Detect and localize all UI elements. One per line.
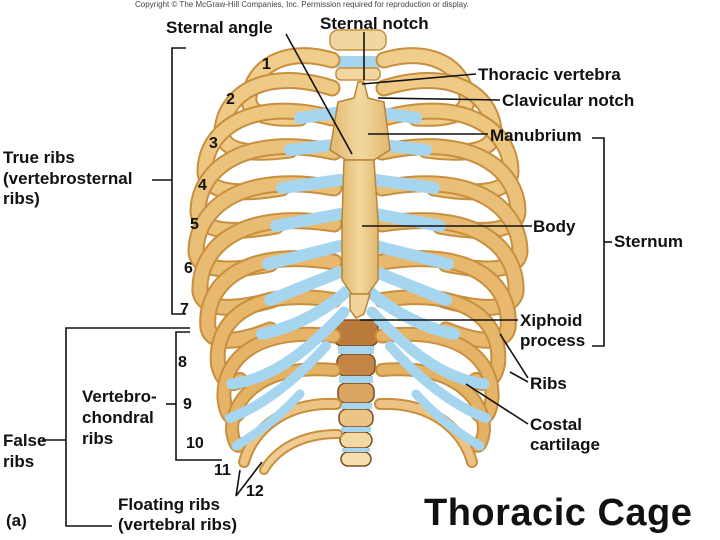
rib-number-3: 3 xyxy=(209,135,218,152)
label-false-ribs: ribs xyxy=(3,452,35,471)
label-vertebral-ribs: (vertebral ribs) xyxy=(118,515,238,534)
label-floating-ribs: Floating ribs xyxy=(118,495,220,514)
rib-number-5: 5 xyxy=(190,216,199,233)
rib-number-6: 6 xyxy=(184,260,193,277)
label-process: process xyxy=(520,331,586,350)
subfigure-label: (a) xyxy=(6,511,27,530)
label-body: Body xyxy=(533,217,576,236)
rib-number-1: 1 xyxy=(262,56,271,73)
label-sternal-notch: Sternal notch xyxy=(320,14,429,33)
label-costal: Costal xyxy=(530,415,582,434)
sternal-body-shape xyxy=(341,159,379,295)
label-false: False xyxy=(3,431,47,450)
rib-number-8: 8 xyxy=(178,354,187,371)
rib-number-12: 12 xyxy=(246,483,264,500)
label-chondral: chondral xyxy=(82,408,154,427)
rib-number-10: 10 xyxy=(186,435,204,452)
rib-number-9: 9 xyxy=(183,396,192,413)
rib-number-7: 7 xyxy=(180,301,189,318)
leader-lines xyxy=(42,32,612,527)
rib-number-2: 2 xyxy=(226,91,235,108)
label-thoracic-vertebra: Thoracic vertebra xyxy=(478,65,621,84)
vertebral-column xyxy=(329,29,387,467)
label-sternal-angle: Sternal angle xyxy=(166,18,273,37)
label-vertebro: Vertebro- xyxy=(82,387,157,406)
label-cartilage: cartilage xyxy=(530,435,600,454)
rib-number-4: 4 xyxy=(198,177,207,194)
label-sternum: Sternum xyxy=(614,232,683,251)
label-manubrium: Manubrium xyxy=(490,126,582,145)
rib-number-11: 11 xyxy=(214,462,231,479)
label-xiphoid: Xiphoid xyxy=(520,311,583,330)
copyright-notice: Copyright © The McGraw-Hill Companies, I… xyxy=(135,0,469,9)
label-true-ribs-end: ribs) xyxy=(3,189,40,208)
label-ribs: Ribs xyxy=(530,374,567,393)
figure-title: Thoracic Cage xyxy=(424,492,693,534)
xiphoid-shape xyxy=(349,293,372,319)
label-true-ribs: True ribs xyxy=(3,148,75,167)
label-chondral-ribs: ribs xyxy=(82,429,114,448)
label-vertebrosternal: (vertebrosternal xyxy=(3,169,133,188)
label-clavicular-notch: Clavicular notch xyxy=(502,91,635,110)
sternum xyxy=(329,81,391,319)
